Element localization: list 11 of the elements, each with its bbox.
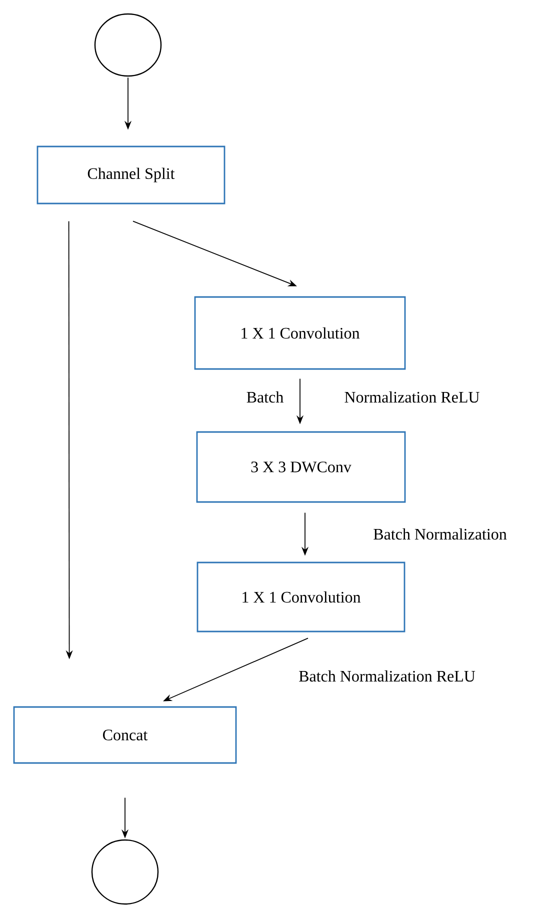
process-box: 3 X 3 DWConv bbox=[196, 431, 406, 503]
terminal-circle bbox=[91, 839, 159, 905]
process-box: 1 X 1 Convolution bbox=[194, 296, 406, 370]
annotation-text: Batch bbox=[246, 391, 284, 403]
process-box: Concat bbox=[13, 706, 237, 764]
process-box: Channel Split bbox=[36, 146, 226, 204]
edge-label: Batch Normalization bbox=[372, 527, 508, 541]
terminal-circle bbox=[94, 13, 162, 77]
edge-label: Batch Normalization ReLU bbox=[298, 669, 476, 683]
annotation-text: Normalization ReLU bbox=[344, 391, 480, 403]
process-box: 1 X 1 Convolution bbox=[196, 562, 406, 632]
